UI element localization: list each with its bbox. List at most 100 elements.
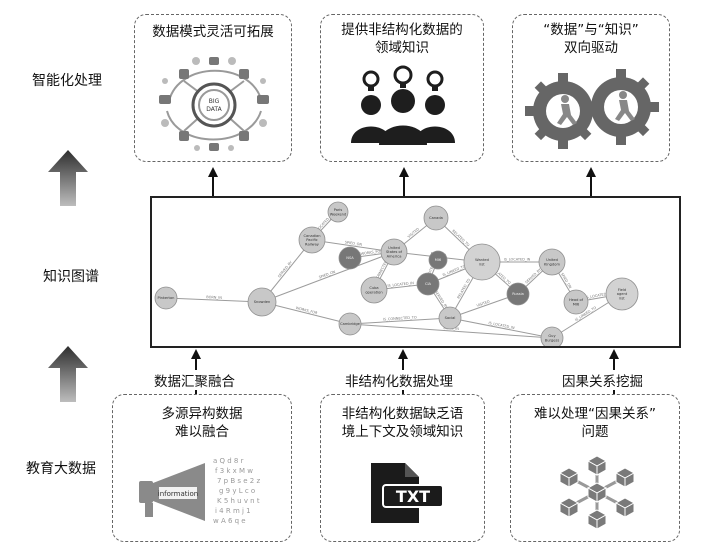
kg-node <box>438 306 462 330</box>
kg-edge-label: VISITED <box>407 227 420 239</box>
big-up-arrow-lower <box>48 346 88 402</box>
kg-node <box>423 205 449 231</box>
kg-node <box>338 312 362 336</box>
bottom-box-3-title-line2: 问题 <box>581 424 609 440</box>
kg-node <box>298 226 326 254</box>
kg-edge-label: WORKS_FOR <box>295 306 318 315</box>
txt-file-icon: TXT <box>371 463 444 523</box>
arrowhead-bottom-2 <box>398 349 408 359</box>
kg-edge <box>449 293 519 319</box>
arrowhead-bottom-3 <box>609 349 619 359</box>
kg-edge-label: SPIED_ON <box>560 272 573 289</box>
kg-edge <box>165 297 263 303</box>
kg-node <box>428 250 448 270</box>
top-box-domain-knowledge: 提供非结构化数据的 领域知识 <box>320 14 484 162</box>
bottom-box-1-title-line2: 难以融合 <box>175 424 229 440</box>
bottom-box-2-title-line2: 境上下文及领域知识 <box>341 424 464 440</box>
process-label-unstructured-processing: 非结构化数据处理 <box>343 370 455 390</box>
kg-edge-label: IS_LOCATED_IN <box>504 258 531 262</box>
bottom-box-heterogeneous-data: 多源异构数据 难以融合 information a Q d 8 r f 3 k … <box>112 394 292 542</box>
bottom-box-2-title-line1: 非结构化数据缺乏语 <box>341 406 464 422</box>
kg-node-label: Snowden <box>254 300 270 304</box>
kg-edge <box>449 317 553 339</box>
gears-runners-icon <box>525 69 659 149</box>
kg-node-label: Canada <box>429 216 443 220</box>
kg-edge-label: VISITED <box>426 264 435 278</box>
kg-node <box>506 282 530 306</box>
arrow-up-2 <box>403 176 405 196</box>
bottom-box-causal-problem: 难以处理“因果关系” 问题 <box>510 394 680 542</box>
arrow-up-3 <box>590 176 592 196</box>
kg-node <box>416 272 440 296</box>
kg-node <box>463 243 501 281</box>
process-label-data-fusion: 数据汇聚融合 <box>152 370 237 390</box>
process-label-causal-mining: 因果关系挖掘 <box>560 370 645 390</box>
bottom-box-3-title-line1: 难以处理“因果关系” <box>534 406 656 422</box>
kg-node <box>380 238 408 266</box>
svg-text:K 5 h u v n t: K 5 h u v n t <box>217 497 260 505</box>
megaphone-letters-icon: information a Q d 8 r f 3 k x M w 7 p B … <box>139 457 260 525</box>
kg-edge-label: BORN_IN <box>206 295 222 300</box>
kg-node-label: Cambridge <box>340 322 361 326</box>
kg-node-label: NSA <box>346 256 354 260</box>
kg-node-label: Russia <box>512 292 524 296</box>
kg-edge <box>261 301 351 325</box>
kg-node <box>605 277 639 311</box>
hub-text-data: DATA <box>206 106 222 113</box>
kg-edge-label: WORKS_FOR <box>360 249 383 256</box>
megaphone-text: information <box>158 490 198 498</box>
kg-edge-label: IS_CONNECTED_TO <box>383 315 417 321</box>
kg-edge-label: SPIED_ON <box>318 270 336 280</box>
kg-edge-label: IS_LINKED_TO <box>442 264 466 277</box>
top-box-3-title-line2: 双向驱动 <box>564 40 618 56</box>
big-data-hub-icon: BIG DATA <box>159 57 269 151</box>
kg-node <box>538 248 566 276</box>
top-box-bidirectional-drive: “数据”与“知识” 双向驱动 <box>512 14 670 162</box>
top-box-1-title: 数据模式灵活可拓展 <box>152 24 274 40</box>
top-box-3-title-line1: “数据”与“知识” <box>543 22 639 38</box>
bottom-box-1-title-line1: 多源异构数据 <box>161 406 243 422</box>
kg-edge-label: RELATED_TO <box>457 278 472 300</box>
kg-edge-label: IS_LOCATED_IN <box>488 321 515 330</box>
kg-edge-label: RELATED_TO <box>451 229 470 248</box>
row-label-top: 智能化处理 <box>32 73 102 89</box>
row-label-middle: 知识图谱 <box>43 269 99 285</box>
svg-text:7 p B s e 2 z: 7 p B s e 2 z <box>217 477 260 485</box>
knowledge-graph-panel: IS_LOCATED_IN SERVED_BY SPIED_ON VISITED REL… <box>150 196 681 350</box>
arrowhead-up-2 <box>399 167 409 177</box>
kg-edge-label: SPIED_ON <box>344 240 362 247</box>
kg-node <box>247 287 277 317</box>
top-box-2-title-line1: 提供非结构化数据的 <box>341 22 463 38</box>
svg-text:a Q d 8 r: a Q d 8 r <box>213 457 244 465</box>
kg-edge-label: VISITED <box>476 299 491 307</box>
kg-node-label: MI6 <box>435 258 442 262</box>
kg-edge <box>261 251 395 303</box>
kg-edge <box>349 323 553 339</box>
kg-edge-label: SERVED_BY <box>277 260 293 279</box>
top-box-flexible-schema: 数据模式灵活可拓展 BIG DATA <box>134 14 292 162</box>
kg-edge-label: IS_LOCATED_IN <box>585 291 612 300</box>
arrowhead-up-3 <box>586 167 596 177</box>
arrow-up-1 <box>212 176 214 196</box>
kg-node <box>360 276 388 304</box>
kg-edge-label: IS_LOCATED_IN <box>387 281 414 288</box>
kg-node <box>338 246 362 270</box>
knowledge-graph-canvas: IS_LOCATED_IN SERVED_BY SPIED_ON VISITED REL… <box>154 201 639 350</box>
row-label-bottom: 教育大数据 <box>26 461 96 477</box>
kg-edge-label: SERVED_BY <box>434 290 449 310</box>
cube-network-icon <box>558 455 636 529</box>
svg-text:w A 6 q e: w A 6 q e <box>213 517 246 525</box>
svg-text:f 3 k x M w: f 3 k x M w <box>215 467 253 475</box>
kg-node <box>327 201 349 223</box>
bottom-box-unstructured-data: 非结构化数据缺乏语 境上下文及领域知识 TXT <box>320 394 485 542</box>
svg-text:i 4 R m j 1: i 4 R m j 1 <box>215 507 251 515</box>
arrowhead-up-1 <box>208 167 218 177</box>
kg-node <box>563 289 589 315</box>
